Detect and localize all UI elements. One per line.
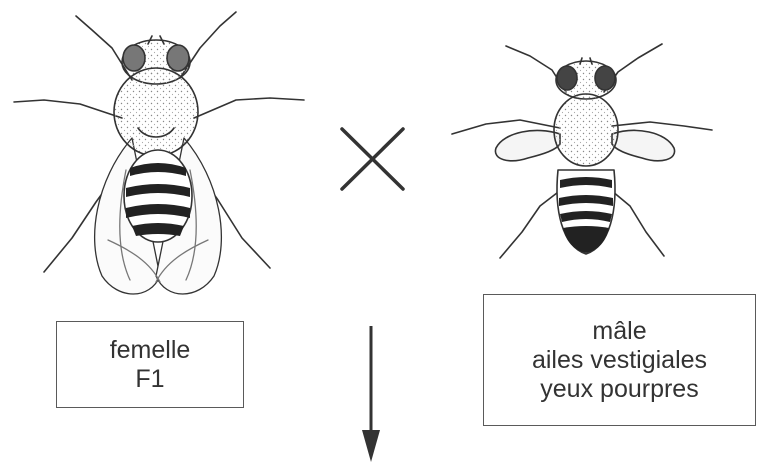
female-label-line1: femelle xyxy=(57,336,243,365)
male-label-line3: yeux pourpres xyxy=(484,375,755,404)
male-label-line1: mâle xyxy=(484,317,755,346)
cross-symbol xyxy=(342,129,403,189)
offspring-arrow xyxy=(362,326,380,462)
female-fly-thorax xyxy=(114,68,198,156)
male-fly-drawing xyxy=(452,44,712,258)
male-fly-thorax xyxy=(554,94,618,166)
male-label-box: mâle ailes vestigiales yeux pourpres xyxy=(483,294,756,426)
female-label-box: femelle F1 xyxy=(56,321,244,408)
female-fly-drawing xyxy=(14,12,304,294)
female-label-line2: F1 xyxy=(57,365,243,394)
male-label-line2: ailes vestigiales xyxy=(484,346,755,375)
